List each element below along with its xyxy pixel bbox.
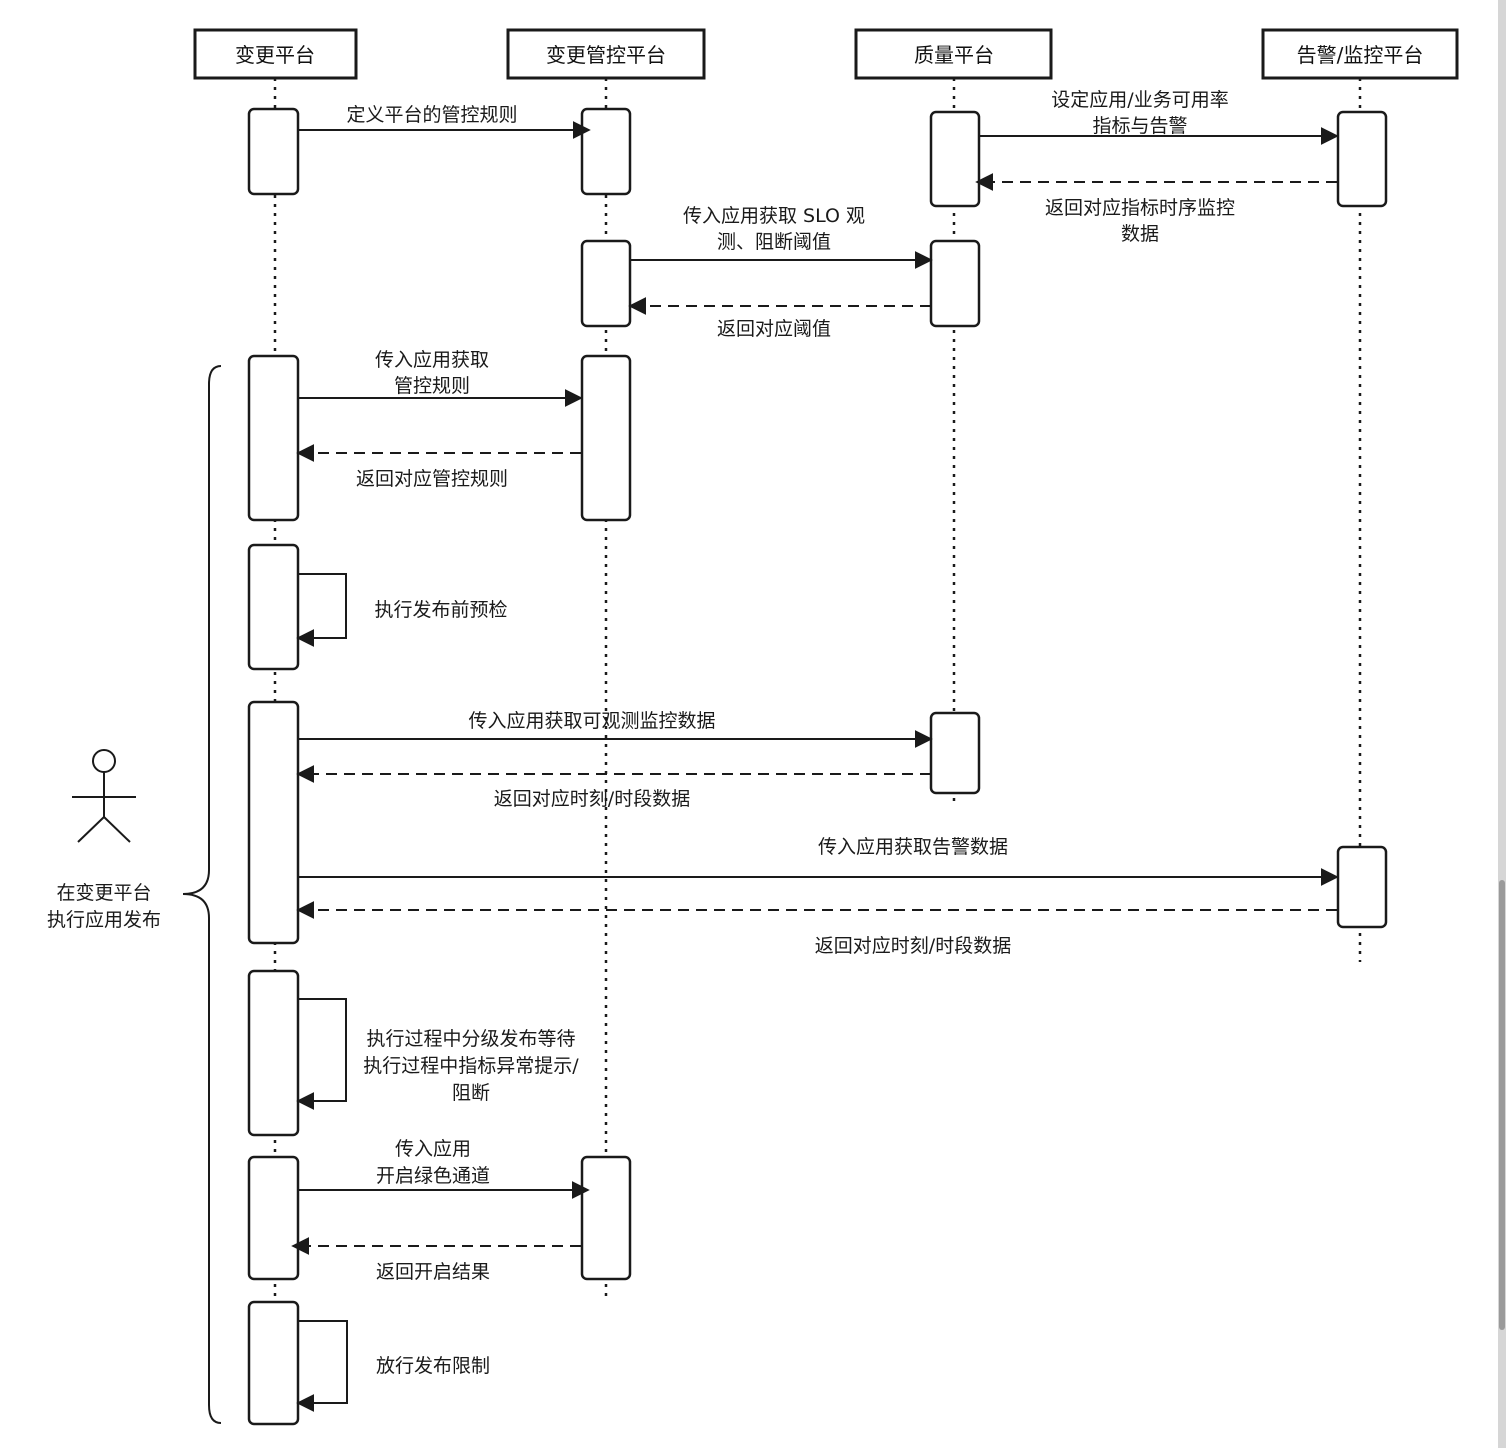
message-label: 传入应用开启绿色通道 [376,1138,490,1187]
activation-bar [929,711,981,795]
message-label-line: 设定应用/业务可用率 [1051,89,1228,111]
message-label-line: 传入应用获取 [375,349,489,371]
activation-bar [247,1300,300,1426]
self-message-arrow [296,573,347,647]
message-label: 返回对应指标时序监控数据 [1045,197,1235,245]
participant-box-alert-monitor-platform [1261,28,1459,80]
message-label-line: 阻断 [452,1082,490,1104]
curly-brace [182,365,222,1424]
message-label-line: 返回对应阈值 [717,318,831,340]
participant-label-quality-platform: 质量平台 [914,43,994,67]
activation-bar [247,107,300,196]
message-label: 传入应用获取管控规则 [375,349,489,397]
message-label-line: 执行发布前预检 [374,599,507,621]
activation-bar [247,354,300,522]
message-label-line: 测、阻断阈值 [717,231,831,253]
message-label: 放行发布限制 [376,1355,490,1377]
message-label: 传入应用获取可观测监控数据 [468,710,715,732]
message-label: 返回对应阈值 [717,318,831,340]
activation-bar [247,543,300,671]
message-label-line: 执行过程中分级发布等待 [366,1028,575,1050]
actor-label: 在变更平台执行应用发布 [47,882,161,931]
message-label-line: 传入应用获取可观测监控数据 [468,710,715,732]
self-message-arrow [296,998,347,1110]
participant-label-alert-monitor-platform: 告警/监控平台 [1297,43,1424,67]
message-label-line: 返回对应时刻/时段数据 [494,788,690,810]
message-label: 返回对应时刻/时段数据 [494,788,690,810]
message-label-line: 放行发布限制 [376,1355,490,1377]
participant-label-change-platform: 变更平台 [235,43,315,67]
message-label: 传入应用获取告警数据 [818,836,1008,858]
message-label: 设定应用/业务可用率指标与告警 [1051,89,1228,137]
activation-bar [247,969,300,1137]
message-label-line: 开启绿色通道 [376,1165,490,1187]
message-label-line: 返回对应管控规则 [356,468,508,490]
vertical-scrollbar[interactable] [1498,0,1506,1448]
message-label: 传入应用获取 SLO 观测、阻断阈值 [683,205,865,253]
actor-figure [72,749,136,843]
activation-bar [1336,845,1388,929]
actor-label-line: 在变更平台 [56,882,151,904]
activation-bar [247,700,300,945]
message-label-line: 传入应用 [395,1138,471,1160]
message-label-line: 管控规则 [394,375,470,397]
activation-bar [929,110,981,208]
activation-bar [580,1155,632,1281]
participant-box-change-control-platform [506,28,706,80]
activation-bar [580,107,632,196]
message-label: 执行过程中分级发布等待执行过程中指标异常提示/阻断 [363,1028,579,1104]
message-label-line: 定义平台的管控规则 [346,104,517,126]
message-label-line: 传入应用获取 SLO 观 [683,205,865,227]
message-label: 返回对应时刻/时段数据 [815,935,1011,957]
participant-box-quality-platform [854,28,1053,80]
message-label: 执行发布前预检 [374,599,507,621]
message-label: 返回对应管控规则 [356,468,508,490]
participant-box-change-platform [193,28,358,80]
message-label: 定义平台的管控规则 [346,104,517,126]
message-label-line: 返回开启结果 [376,1261,490,1283]
activation-bar [929,239,981,328]
activation-bar [247,1155,300,1281]
scrollbar-thumb[interactable] [1499,880,1505,1330]
self-message-arrow [296,1320,348,1412]
activation-bar [1336,110,1388,208]
message-label-line: 返回对应指标时序监控 [1045,197,1235,219]
actor-label-line: 执行应用发布 [47,909,161,931]
message-label: 返回开启结果 [376,1261,490,1283]
activation-bar [580,239,632,328]
participant-label-change-control-platform: 变更管控平台 [546,43,666,67]
message-label-line: 数据 [1121,223,1159,245]
message-label-line: 执行过程中指标异常提示/ [363,1055,579,1077]
activation-bar [580,354,632,522]
message-label-line: 指标与告警 [1092,115,1187,137]
message-label-line: 传入应用获取告警数据 [818,836,1008,858]
message-label-line: 返回对应时刻/时段数据 [815,935,1011,957]
